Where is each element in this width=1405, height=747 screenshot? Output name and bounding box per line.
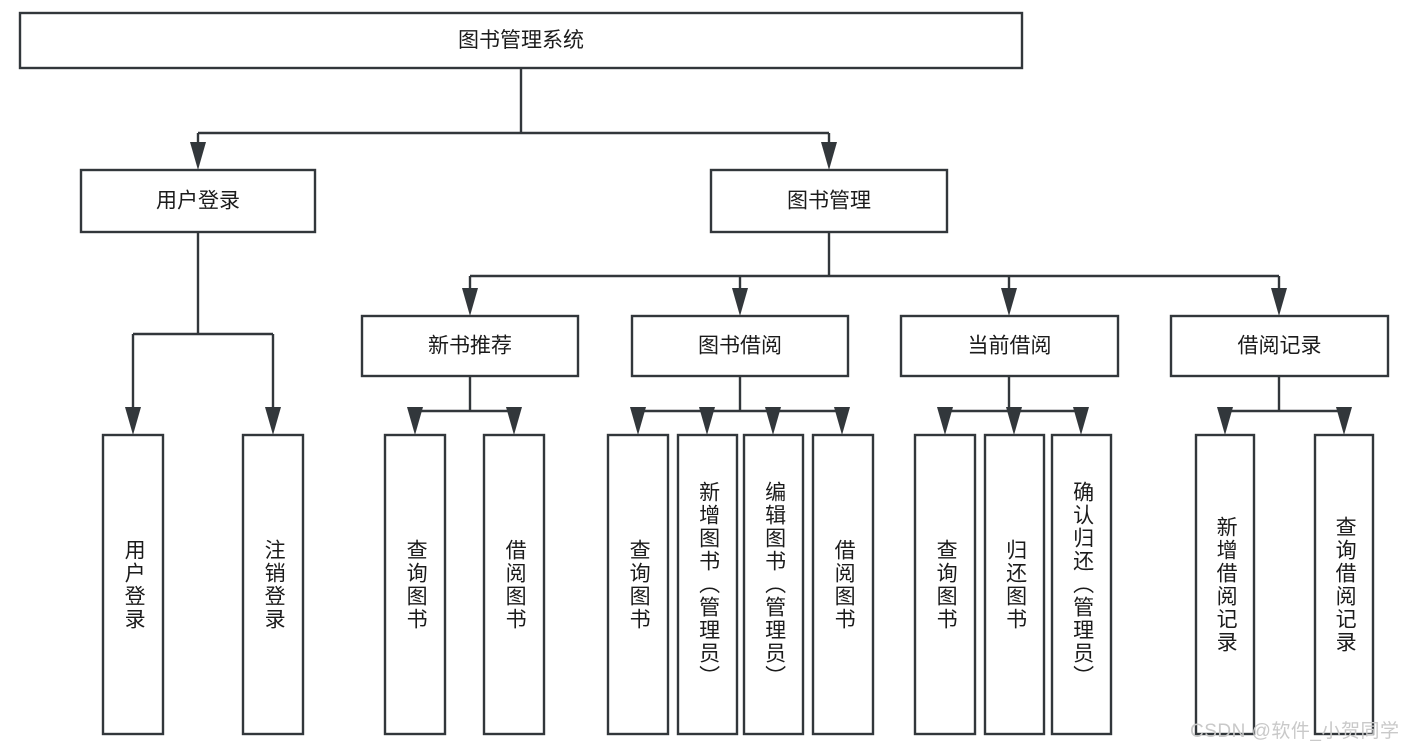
node-current-borrow-label: 当前借阅 xyxy=(968,335,1052,358)
node-book-borrow-rect xyxy=(630,314,850,378)
node-book-manage[interactable]: 图书管理 xyxy=(709,168,949,234)
node-book-borrow-label: 图书借阅 xyxy=(698,335,782,358)
node-leaf-edit-book-rect xyxy=(742,433,805,736)
node-leaf-add-borrow-record-rect xyxy=(1194,433,1256,736)
node-leaf-user-login-rect xyxy=(101,433,165,736)
arrow-head-icon xyxy=(407,407,423,435)
node-leaf-query-borrow-record-rect xyxy=(1313,433,1375,736)
node-leaf-return-book[interactable] xyxy=(983,433,1046,736)
arrow-head-icon xyxy=(821,142,837,170)
node-new-book-recommend-rect xyxy=(360,314,580,378)
arrow-head-icon xyxy=(462,288,478,316)
arrow-head-icon xyxy=(125,407,141,435)
arrow-head-icon xyxy=(1271,288,1287,316)
arrow-head-icon xyxy=(190,142,206,170)
node-leaf-borrow-book-1[interactable] xyxy=(482,433,546,736)
node-leaf-query-book-1[interactable] xyxy=(383,433,447,736)
node-current-borrow-rect xyxy=(899,314,1120,378)
node-borrow-record[interactable]: 借阅记录 xyxy=(1169,314,1390,378)
node-leaf-borrow-book-2-rect xyxy=(811,433,875,736)
node-leaf-logout-login-rect xyxy=(241,433,305,736)
node-borrow-record-rect xyxy=(1169,314,1390,378)
arrow-head-icon xyxy=(630,407,646,435)
node-borrow-record-label: 借阅记录 xyxy=(1238,335,1322,358)
node-leaf-borrow-book-1-rect xyxy=(482,433,546,736)
node-book-borrow[interactable]: 图书借阅 xyxy=(630,314,850,378)
node-leaf-add-borrow-record[interactable] xyxy=(1194,433,1256,736)
node-leaf-query-book-2[interactable] xyxy=(606,433,670,736)
node-leaf-user-login[interactable] xyxy=(101,433,165,736)
node-leaf-query-borrow-record[interactable] xyxy=(1313,433,1375,736)
node-leaf-confirm-return-rect xyxy=(1050,433,1113,736)
arrow-head-icon xyxy=(834,407,850,435)
arrow-head-icon xyxy=(937,407,953,435)
arrow-head-icon xyxy=(1006,407,1022,435)
node-leaf-query-book-2-rect xyxy=(606,433,670,736)
node-leaf-query-book-3-rect xyxy=(913,433,977,736)
node-root[interactable]: 图书管理系统 xyxy=(18,11,1024,70)
node-leaf-add-book[interactable] xyxy=(676,433,739,736)
node-leaf-borrow-book-2[interactable] xyxy=(811,433,875,736)
node-book-manage-rect xyxy=(709,168,949,234)
csdn-watermark: CSDN @软件_小贺同学 xyxy=(1190,721,1400,742)
node-leaf-confirm-return[interactable] xyxy=(1050,433,1113,736)
node-user-login-rect xyxy=(79,168,317,234)
arrow-head-icon xyxy=(732,288,748,316)
node-leaf-edit-book[interactable] xyxy=(742,433,805,736)
arrow-head-icon xyxy=(765,407,781,435)
node-current-borrow[interactable]: 当前借阅 xyxy=(899,314,1120,378)
arrow-head-icon xyxy=(1217,407,1233,435)
arrow-head-icon xyxy=(699,407,715,435)
node-new-book-recommend-label: 新书推荐 xyxy=(428,335,512,358)
node-book-manage-label: 图书管理 xyxy=(787,190,871,213)
arrow-head-icon xyxy=(1073,407,1089,435)
node-new-book-recommend[interactable]: 新书推荐 xyxy=(360,314,580,378)
node-leaf-query-book-3[interactable] xyxy=(913,433,977,736)
node-leaf-query-book-1-rect xyxy=(383,433,447,736)
node-leaf-return-book-rect xyxy=(983,433,1046,736)
node-leaf-add-book-rect xyxy=(676,433,739,736)
arrow-head-icon xyxy=(1336,407,1352,435)
node-root-rect xyxy=(18,11,1024,70)
arrow-head-icon xyxy=(506,407,522,435)
node-user-login[interactable]: 用户登录 xyxy=(79,168,317,234)
arrow-head-icon xyxy=(265,407,281,435)
arrow-head-icon xyxy=(1001,288,1017,316)
node-root-label: 图书管理系统 xyxy=(458,29,584,52)
node-leaf-logout-login[interactable] xyxy=(241,433,305,736)
node-user-login-label: 用户登录 xyxy=(156,190,240,213)
